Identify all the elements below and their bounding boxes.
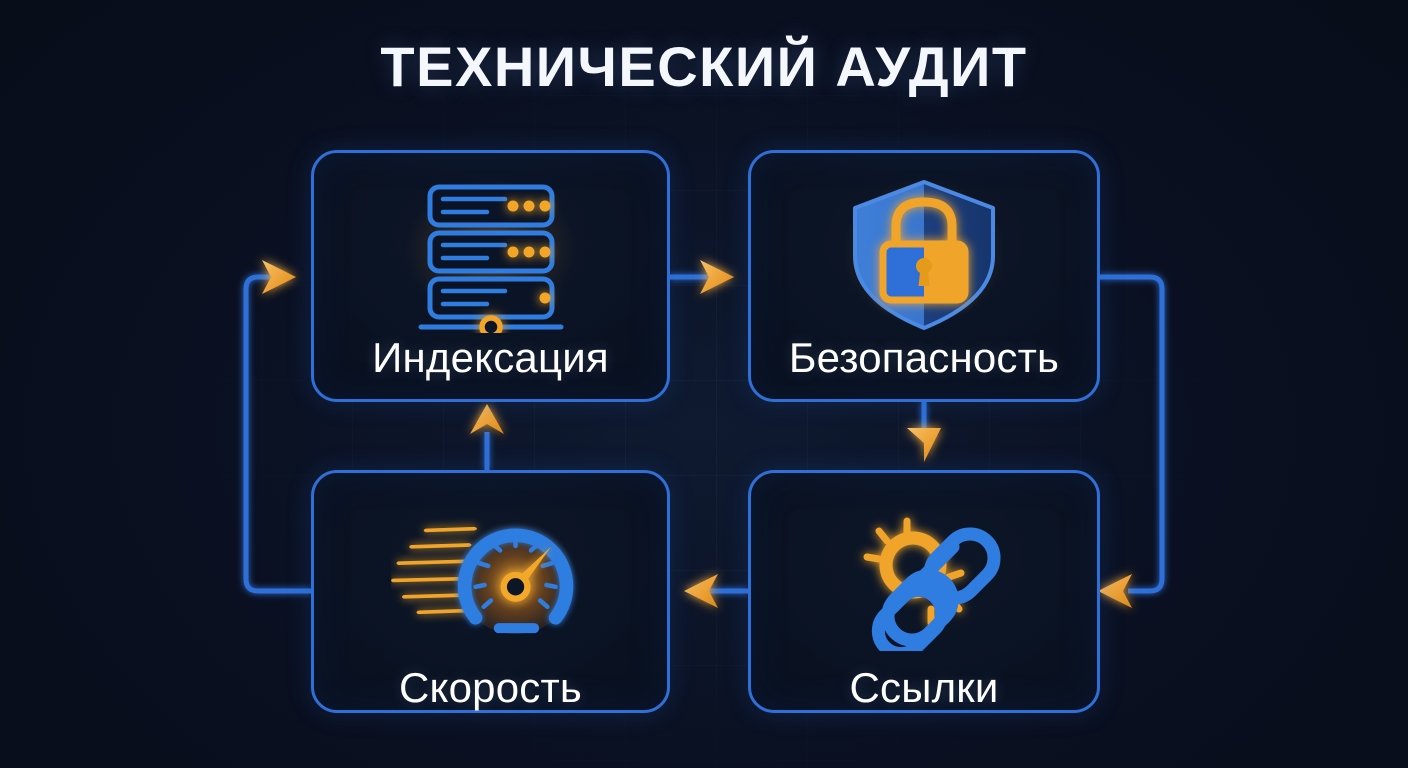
gauge-ticks: [472, 533, 558, 610]
card-label-security: Безопасность: [788, 334, 1060, 381]
server-led-dots: [507, 200, 550, 304]
arrowhead-left-bottom: [684, 574, 718, 608]
card-label-indexing: Индексация: [372, 334, 609, 381]
card-security[interactable]: Безопасность: [748, 150, 1100, 402]
speedometer-icon: [390, 495, 591, 655]
arrowhead-right-top: [700, 260, 734, 294]
card-label-speed: Скорость: [399, 664, 582, 711]
page-title: ТЕХНИЧЕСКИЙ АУДИТ: [380, 35, 1028, 98]
arrowhead-left-loop: [262, 260, 296, 294]
arrowhead-down-right: [907, 428, 941, 462]
card-links[interactable]: Ссылки: [748, 470, 1100, 713]
server-stack-icon: [391, 175, 591, 335]
speed-lines: [390, 526, 477, 615]
shield-lock-icon: [824, 175, 1024, 335]
keyhole: [916, 258, 932, 274]
arrowhead-up-left: [470, 404, 504, 434]
gauge-base: [493, 623, 539, 634]
server-unit-3: [427, 276, 554, 320]
server-unit-2: [427, 230, 554, 274]
padlock: [879, 197, 969, 304]
chain-lower-link: [871, 583, 949, 651]
gauge-needle: [500, 546, 551, 602]
connector-outer-left-loop: [243, 274, 311, 594]
card-label-links: Ссылки: [849, 664, 999, 711]
chain-link-icon: [824, 495, 1024, 655]
server-node-dot: [478, 315, 503, 333]
card-indexing[interactable]: Индексация: [311, 150, 670, 402]
card-speed[interactable]: Скорость: [311, 470, 670, 713]
connector-outer-right-loop: [1100, 274, 1165, 594]
arrowhead-right-loop: [1098, 574, 1132, 608]
server-unit-1: [427, 184, 554, 228]
